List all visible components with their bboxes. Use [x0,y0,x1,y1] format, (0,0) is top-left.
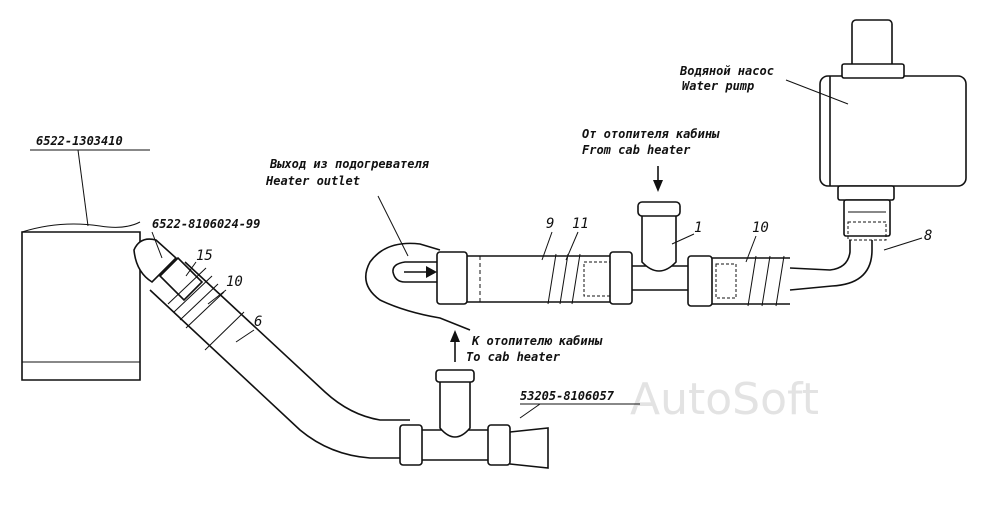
arrow-to-cab-heater [450,330,460,362]
watermark: AutoSoft [630,374,819,425]
callout-9: 9 [546,216,554,232]
label-to-cab-heater-ru: К отопителю кабины [471,334,603,348]
lower-tee-assembly [399,369,549,469]
label-heater-outlet-ru: Выход из подогревателя [269,157,430,171]
callout-15: 15 [196,248,213,264]
leader-water-pump [785,79,849,105]
leader-left-body [77,149,89,227]
label-from-cab-heater-en: From cab heater [582,143,691,157]
leader-tee [519,403,541,419]
label-part-left-body: 6522-1303410 [36,134,123,148]
label-part-tee: 53205-8106057 [520,389,615,403]
callout-10-right: 10 [752,220,769,236]
leader-left-hose [151,231,163,259]
label-water-pump-en: Water pump [682,79,754,93]
callout-10-left: 10 [226,274,243,290]
label-water-pump-ru: Водяной насос [679,64,774,78]
water-pump [819,19,967,241]
arrow-from-cab-heater [653,166,663,192]
upper-hose-run [436,201,873,307]
label-part-left-hose: 6522-8106024-99 [152,217,260,231]
label-to-cab-heater-en: To cab heater [466,350,561,364]
left-body-part [21,221,141,381]
callout-8: 8 [924,228,932,244]
callout-6: 6 [254,314,262,330]
label-heater-outlet-en: Heater outlet [265,174,360,188]
callout-1: 1 [694,220,702,236]
callout-11: 11 [572,216,589,232]
heater-outlet-loop [364,195,471,331]
left-angled-hose [133,238,410,459]
label-from-cab-heater-ru: От отопителя кабины [582,127,720,141]
